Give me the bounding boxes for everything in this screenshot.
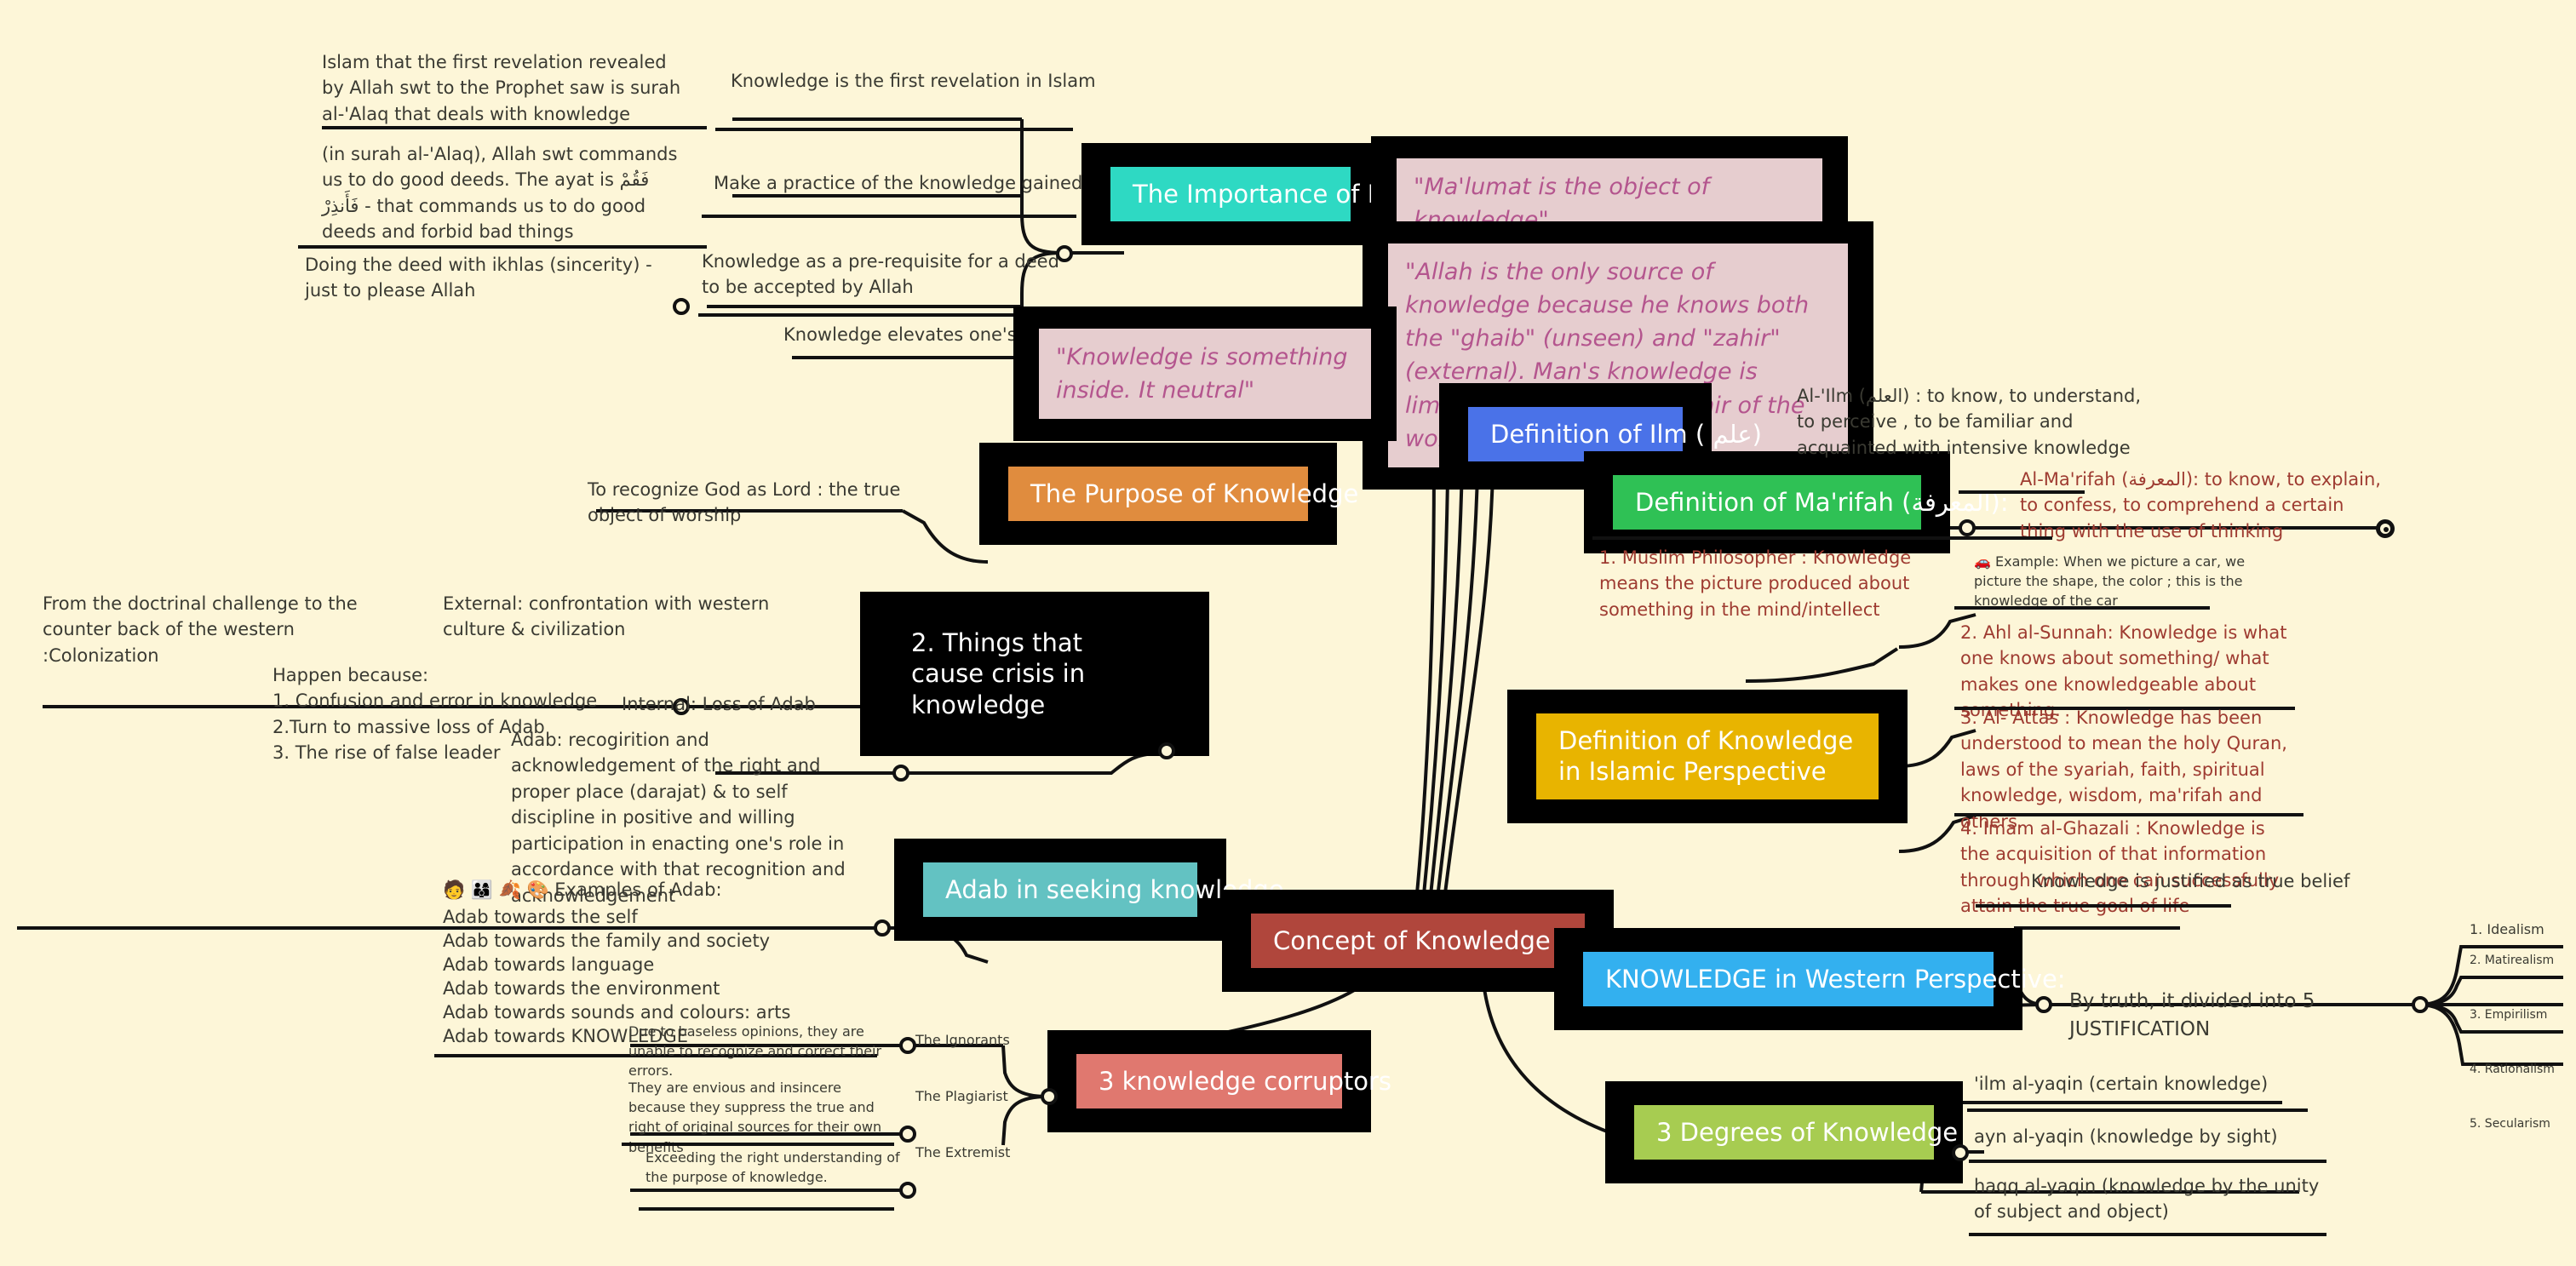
adab-example-4: Adab towards the environment	[443, 978, 720, 999]
importance-detail-3: Doing the deed with ikhlas (sincerity) -…	[305, 255, 652, 301]
divider	[1954, 606, 2210, 610]
importance-label-3[interactable]: Knowledge as a pre-requisite for a deed …	[702, 251, 1059, 298]
crisis-internal-detail: Adab: recogirition and acknowledgement o…	[511, 730, 846, 906]
crisis-external-label[interactable]: External: confrontation with western cul…	[443, 593, 770, 640]
divider	[434, 1054, 877, 1057]
justification-2: 2. Matirealism	[2470, 954, 2555, 967]
islamic-definition-3: 3. Al- Attas : Knowledge has been unders…	[1960, 707, 2287, 832]
node-label: Definition of Ma'rifah (المعرفة):	[1613, 475, 2009, 530]
divider	[1959, 490, 2085, 494]
node-label: 3 Degrees of Knowledge	[1634, 1105, 1958, 1160]
marifah-detail: Al-Ma'rifah (المعرفة): to know, to expla…	[2020, 469, 2381, 541]
divider	[322, 126, 707, 129]
node-knowledge-in-western-perspective[interactable]: KNOWLEDGE in Western Perspective:	[1554, 928, 2066, 1031]
corruptor-detail-2: They are envious and insincere because t…	[628, 1080, 882, 1155]
divider	[702, 215, 1076, 218]
justification-5: 5. Secularism	[2470, 1117, 2550, 1131]
node-label: 2. Things that cause crisis in knowledge	[889, 616, 1180, 732]
importance-label-2[interactable]: Make a practice of the knowledge gained	[714, 173, 1083, 193]
crisis-external-detail: From the doctrinal challenge to the coun…	[43, 593, 358, 666]
node-label: Concept of Knowledge in Islam	[1251, 914, 1655, 969]
justification-1: 1. Idealism	[2470, 921, 2544, 937]
node-label: The Purpose of Knowledge	[1008, 467, 1358, 522]
marifah-example: 🚗 Example: When we picture a car, we pic…	[1974, 553, 2246, 610]
branch-dot[interactable]	[2376, 519, 2395, 538]
quote-box-inside[interactable]: "Knowledge is something inside. It neutr…	[1013, 306, 1397, 442]
node-label: The Importance of Knowledge	[1110, 167, 1503, 222]
node-label: 3 knowledge corruptors	[1076, 1054, 1391, 1109]
node-label: KNOWLEDGE in Western Perspective:	[1583, 952, 2066, 1007]
corruptor-label-2[interactable]: The Plagiarist	[915, 1088, 1008, 1104]
degree-2: ayn al-yaqin (knowledge by sight)	[1974, 1126, 2278, 1147]
crisis-causes: Happen because: 1. Confusion and error i…	[273, 665, 598, 764]
node-label: Definition of Knowledge in Islamic Persp…	[1536, 713, 1879, 799]
importance-detail-2: (in surah al-'Alaq), Allah swt commands …	[322, 144, 678, 243]
branch-hub-adab[interactable]	[874, 919, 891, 937]
branch-dot[interactable]	[899, 1037, 916, 1054]
importance-label-1[interactable]: Knowledge is the first revelation in Isl…	[731, 71, 1096, 91]
node-the-importance-of-knowledge[interactable]: The Importance of Knowledge	[1081, 143, 1503, 246]
adab-example-5: Adab towards sounds and colours: arts	[443, 1002, 791, 1023]
degree-1: 'ilm al-yaqin (certain knowledge)	[1974, 1074, 2269, 1094]
crisis-internal-label[interactable]: Internal: Loss of Adab	[622, 694, 816, 714]
justification-4: 4. Rationalism	[2470, 1063, 2555, 1076]
branch-dot[interactable]	[892, 765, 909, 782]
branch-dot[interactable]	[1959, 519, 1976, 536]
islamic-definition-1: 1. Muslim Philosopher : Knowledge means …	[1599, 547, 1912, 620]
western-belief: Knowledge is justified as true belief	[2031, 871, 2350, 891]
branch-dot[interactable]	[673, 698, 690, 715]
divider	[1976, 904, 2231, 908]
node-adab-in-seeking-knowledge[interactable]: Adab in seeking knowledge	[894, 839, 1284, 942]
node-center-concept-of-knowledge[interactable]: Concept of Knowledge in Islam	[1222, 890, 1655, 993]
adab-example-3: Adab towards language	[443, 954, 655, 975]
node-3-degrees-of-knowledge[interactable]: 3 Degrees of Knowledge	[1605, 1081, 1963, 1184]
node-2-things-that-cause-crisis[interactable]: 2. Things that cause crisis in knowledge	[860, 592, 1209, 756]
adab-examples-title: 🧑 👨‍👩‍👦 🍂 🎨 Examples of Adab:	[443, 879, 722, 900]
branch-hub-justifications[interactable]	[2412, 996, 2429, 1013]
ilm-detail: Al-'Ilm (العلم) : to know, to understand…	[1797, 386, 2142, 458]
node-the-purpose-of-knowledge[interactable]: The Purpose of Knowledge	[979, 443, 1358, 546]
adab-example-1: Adab towards the self	[443, 907, 638, 927]
divider	[1969, 1160, 2326, 1163]
divider	[639, 1207, 894, 1211]
branch-hub-degrees[interactable]	[1952, 1144, 1969, 1161]
branch-dot[interactable]	[673, 298, 690, 315]
divider	[698, 313, 1073, 317]
branch-dot[interactable]	[2035, 996, 2052, 1013]
importance-detail-1: Islam that the first revelation revealed…	[322, 52, 681, 124]
corruptor-detail-3: Exceeding the right understanding of the…	[645, 1149, 900, 1186]
divider	[1954, 707, 2295, 710]
quote-text: "Knowledge is something inside. It neutr…	[1039, 329, 1371, 420]
branch-hub-crisis[interactable]	[1158, 742, 1175, 759]
branch-dot[interactable]	[899, 1182, 916, 1199]
corruptor-label-1[interactable]: The Ignorants	[915, 1032, 1010, 1048]
node-definition-of-knowledge-islamic[interactable]: Definition of Knowledge in Islamic Persp…	[1507, 690, 1908, 823]
adab-example-2: Adab towards the family and society	[443, 931, 771, 951]
branch-hub-corruptors[interactable]	[1041, 1088, 1058, 1105]
western-split-label[interactable]: By truth, it divided into 5 JUSTIFICATIO…	[2069, 990, 2315, 1041]
divider	[298, 245, 707, 249]
divider	[622, 1143, 894, 1146]
divider	[715, 128, 1073, 131]
branch-hub-importance[interactable]	[1056, 245, 1073, 262]
divider	[1592, 536, 2052, 540]
node-3-knowledge-corruptors[interactable]: 3 knowledge corruptors	[1047, 1030, 1391, 1133]
branch-dot[interactable]	[899, 1126, 916, 1143]
purpose-detail: To recognize God as Lord : the true obje…	[588, 479, 901, 526]
degree-3: haqq al-yaqin (knowledge by the unity of…	[1974, 1176, 2320, 1223]
divider	[1967, 1108, 2308, 1112]
node-label: Adab in seeking knowledge	[923, 862, 1284, 918]
justification-3: 3. Empirilism	[2470, 1008, 2548, 1022]
corruptor-label-3[interactable]: The Extremist	[915, 1144, 1011, 1160]
islamic-definition-2: 2. Ahl al-Sunnah: Knowledge is what one …	[1960, 622, 2287, 721]
divider	[1954, 813, 2303, 816]
adab-example-6: Adab towards KNOWLEDGE	[443, 1026, 688, 1046]
corruptor-detail-1: Due to baseless opinions, they are unabl…	[628, 1023, 882, 1080]
divider	[1969, 1233, 2326, 1236]
